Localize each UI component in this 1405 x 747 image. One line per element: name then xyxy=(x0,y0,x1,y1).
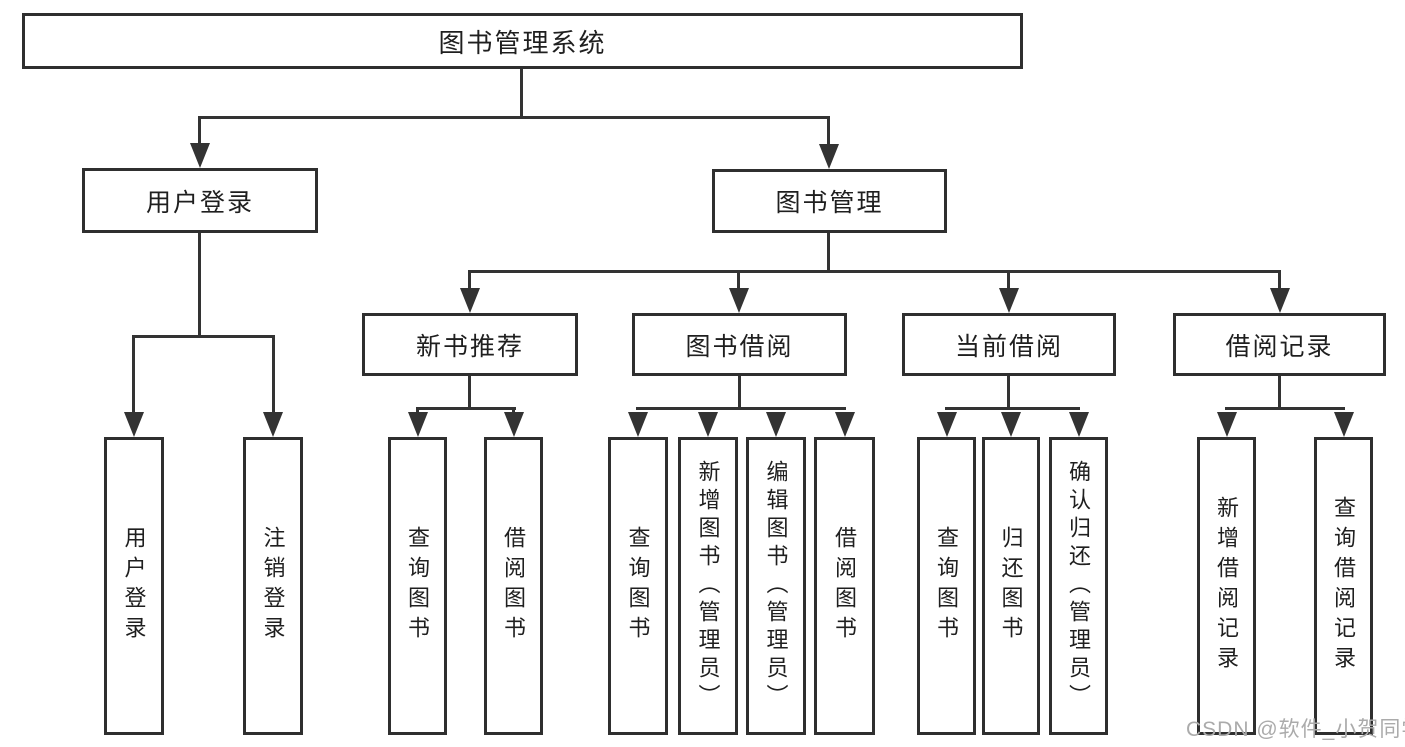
connector-group4-split xyxy=(945,407,1080,410)
connector-group3-down xyxy=(738,376,741,410)
connector-stem xyxy=(737,271,740,293)
arrowhead-icon xyxy=(124,412,144,437)
leaf-borrow-books-2: 借阅图书 xyxy=(814,437,875,735)
leaf-borrow-books-1: 借阅图书 xyxy=(484,437,543,735)
connector-stem xyxy=(827,116,830,146)
connector-group2-split xyxy=(416,407,516,410)
connector-group1-split xyxy=(132,335,275,338)
arrowhead-icon xyxy=(408,412,428,437)
connector-stem xyxy=(272,335,275,417)
leaf-edit-books-admin: 编辑图书（管理员） xyxy=(746,437,806,735)
arrowhead-icon xyxy=(263,412,283,437)
node-book-management-branch: 图书管理 xyxy=(712,169,947,233)
connector-level2-split xyxy=(198,116,830,119)
arrowhead-icon xyxy=(460,288,480,313)
node-borrow-records: 借阅记录 xyxy=(1173,313,1386,376)
arrowhead-icon xyxy=(819,144,839,169)
node-label: 用户登录 xyxy=(121,526,147,646)
node-label: 新增借阅记录 xyxy=(1214,496,1240,676)
node-label: 归还图书 xyxy=(998,526,1024,646)
connector-userlogin-down xyxy=(198,233,201,337)
leaf-return-books: 归还图书 xyxy=(982,437,1040,735)
arrowhead-icon xyxy=(1334,412,1354,437)
arrowhead-icon xyxy=(628,412,648,437)
arrowhead-icon xyxy=(729,288,749,313)
leaf-logout: 注销登录 xyxy=(243,437,303,735)
arrowhead-icon xyxy=(504,412,524,437)
connector-root-down xyxy=(520,69,523,117)
connector-group4-down xyxy=(1007,376,1010,410)
leaf-user-login: 用户登录 xyxy=(104,437,164,735)
node-label: 新增图书（管理员） xyxy=(695,460,721,712)
node-label: 图书借阅 xyxy=(685,332,794,361)
node-label: 新书推荐 xyxy=(415,332,524,361)
node-label: 图书管理系统 xyxy=(438,27,607,58)
leaf-add-borrow-record: 新增借阅记录 xyxy=(1197,437,1256,735)
node-user-login-branch: 用户登录 xyxy=(82,168,318,233)
node-label: 编辑图书（管理员） xyxy=(763,460,789,712)
node-label: 查询图书 xyxy=(405,526,431,646)
leaf-add-books-admin: 新增图书（管理员） xyxy=(678,437,738,735)
arrowhead-icon xyxy=(1001,412,1021,437)
node-label: 图书管理 xyxy=(775,189,884,217)
node-book-borrow: 图书借阅 xyxy=(632,313,847,376)
arrowhead-icon xyxy=(1069,412,1089,437)
leaf-confirm-return-admin: 确认归还（管理员） xyxy=(1049,437,1108,735)
arrowhead-icon xyxy=(766,412,786,437)
node-label: 查询图书 xyxy=(625,526,651,646)
node-label: 借阅图书 xyxy=(832,526,858,646)
leaf-query-books-3: 查询图书 xyxy=(917,437,976,735)
leaf-query-books-1: 查询图书 xyxy=(388,437,447,735)
node-label: 查询借阅记录 xyxy=(1331,496,1357,676)
connector-group5-down xyxy=(1278,376,1281,410)
connector-level3-split xyxy=(468,270,1281,273)
node-label: 查询图书 xyxy=(934,526,960,646)
node-label: 用户登录 xyxy=(145,188,254,217)
arrowhead-icon xyxy=(835,412,855,437)
node-label: 确认归还（管理员） xyxy=(1066,460,1092,712)
arrowhead-icon xyxy=(1270,288,1290,313)
node-label: 注销登录 xyxy=(260,526,286,646)
node-current-borrow: 当前借阅 xyxy=(902,313,1116,376)
arrowhead-icon xyxy=(698,412,718,437)
leaf-query-borrow-record: 查询借阅记录 xyxy=(1314,437,1373,735)
arrowhead-icon xyxy=(1217,412,1237,437)
connector-stem xyxy=(198,116,201,146)
arrowhead-icon xyxy=(999,288,1019,313)
connector-stem xyxy=(1007,271,1010,293)
connector-stem xyxy=(468,271,471,293)
csdn-watermark: CSDN @软件_小贺同学 xyxy=(1186,718,1405,741)
node-label: 借阅图书 xyxy=(501,526,527,646)
connector-group3-split xyxy=(636,407,846,410)
node-label: 当前借阅 xyxy=(954,332,1063,361)
node-new-book-recommend: 新书推荐 xyxy=(362,313,578,376)
leaf-query-books-2: 查询图书 xyxy=(608,437,668,735)
node-root-library-system: 图书管理系统 xyxy=(22,13,1023,69)
node-label: 借阅记录 xyxy=(1225,332,1334,361)
connector-group5-split xyxy=(1225,407,1345,410)
arrowhead-icon xyxy=(937,412,957,437)
connector-stem xyxy=(132,335,135,417)
connector-group2-down xyxy=(468,376,471,410)
connector-stem xyxy=(1278,271,1281,293)
connector-bookmgmt-down xyxy=(827,233,830,273)
arrowhead-icon xyxy=(190,143,210,168)
